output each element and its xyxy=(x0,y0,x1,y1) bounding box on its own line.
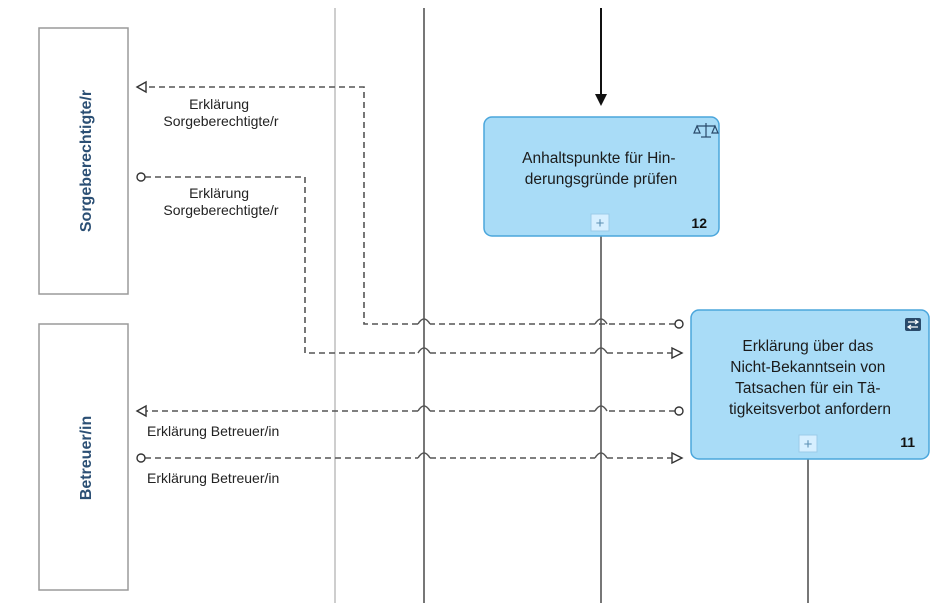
message-label: Erklärung Betreuer/in xyxy=(147,470,279,486)
subprocess-marker[interactable]: + xyxy=(798,434,818,453)
task-11[interactable]: Erklärung über das Nicht-Bekanntsein von… xyxy=(690,309,930,460)
message-label: Erklärung Sorgeberechtigte/r xyxy=(163,185,279,218)
svg-text:+: + xyxy=(596,215,605,232)
pool-label: Betreuer/in xyxy=(78,416,95,500)
pool-sorgeberechtigte[interactable]: Sorgeberechtigte/r xyxy=(38,27,129,295)
message-label: Erklärung Betreuer/in xyxy=(147,423,279,439)
task-label: Anhaltspunkte für Hin- derungsgründe prü… xyxy=(522,150,680,188)
message-flow-4[interactable] xyxy=(136,451,684,465)
task-number: 11 xyxy=(900,434,915,450)
message-flow-3[interactable] xyxy=(135,404,684,418)
pool-label: Sorgeberechtigte/r xyxy=(78,90,95,232)
message-flow-1[interactable] xyxy=(135,80,684,329)
task-label: Erklärung über das Nicht-Bekanntsein von… xyxy=(729,338,891,418)
message-flow-2[interactable] xyxy=(136,172,684,360)
subprocess-marker[interactable]: + xyxy=(590,213,610,232)
task-12[interactable]: Anhaltspunkte für Hin- derungsgründe prü… xyxy=(483,116,720,237)
exchange-icon xyxy=(905,318,921,331)
task-number: 12 xyxy=(691,215,707,231)
pool-betreuer[interactable]: Betreuer/in xyxy=(38,323,129,591)
svg-text:+: + xyxy=(804,436,813,453)
scale-icon xyxy=(693,123,719,138)
message-label: Erklärung Sorgeberechtigte/r xyxy=(163,96,279,129)
